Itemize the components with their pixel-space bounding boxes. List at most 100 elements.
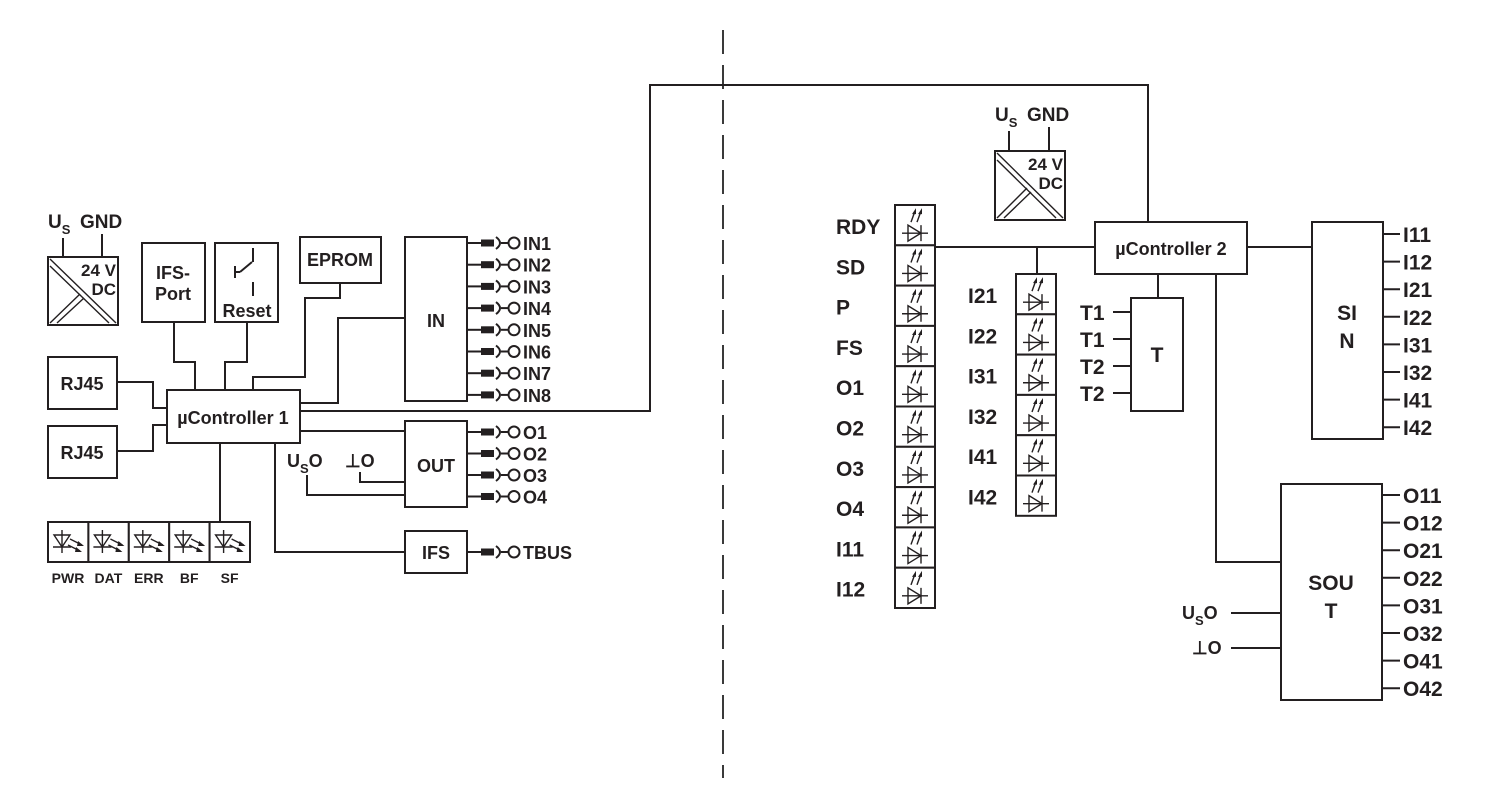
microcontroller-2: µController 2	[1094, 221, 1248, 275]
led-o2: O2	[836, 405, 936, 448]
t-port: T2	[1080, 356, 1131, 379]
led-i41: I41	[968, 434, 1057, 477]
led-i31: I31	[968, 353, 1057, 396]
svg-text:GND: GND	[1027, 105, 1069, 126]
svg-text:SI: SI	[1337, 302, 1357, 325]
sin-port: I31	[1383, 334, 1433, 357]
sout-port: O21	[1382, 540, 1443, 563]
svg-text:O31: O31	[1403, 595, 1443, 618]
in-port-8: IN8	[467, 386, 551, 406]
sin-port: I32	[1383, 362, 1432, 385]
led-label: O1	[836, 377, 864, 400]
power-supply-right: US GND 24 V DC	[994, 105, 1069, 221]
led-label: O2	[836, 418, 864, 441]
out-port-1: O1	[467, 423, 547, 443]
svg-text:I11: I11	[1403, 224, 1431, 247]
led-o3: O3	[836, 445, 936, 489]
gnd-label: GND	[80, 212, 122, 233]
svg-text:OUT: OUT	[417, 456, 455, 476]
led-i42: I42	[968, 474, 1057, 517]
uso-label-right: USO	[1182, 603, 1218, 628]
sin-port: I42	[1383, 417, 1432, 440]
led-label: RDY	[836, 216, 880, 239]
in-port-7-label: IN7	[523, 364, 551, 384]
svg-text:IFS-: IFS-	[156, 263, 190, 283]
svg-text:O32: O32	[1403, 623, 1443, 646]
led-label: SF	[221, 570, 239, 586]
svg-text:I41: I41	[1403, 390, 1433, 413]
ifs-block: IFS	[404, 530, 468, 574]
sin-block: SI N	[1311, 221, 1384, 440]
svg-text:IN: IN	[427, 311, 445, 331]
t-port: T2	[1080, 383, 1131, 406]
led-label: O4	[836, 498, 864, 521]
svg-text:T: T	[1325, 600, 1338, 623]
out-port-3: O3	[467, 466, 547, 486]
svg-text:DC: DC	[91, 280, 116, 299]
t-port: T1	[1080, 329, 1131, 352]
svg-text:I22: I22	[1403, 307, 1432, 330]
led-o4: O4	[836, 486, 936, 529]
svg-text:I31: I31	[1403, 334, 1433, 357]
led-label: P	[836, 297, 850, 320]
out-port-4-label: O4	[523, 488, 547, 508]
tbus-port-label: TBUS	[523, 543, 572, 563]
led-label: I12	[836, 579, 865, 602]
sin-port: I22	[1383, 307, 1432, 330]
led-label: I22	[968, 325, 997, 348]
svg-text:RJ45: RJ45	[60, 374, 103, 394]
led-label: I31	[968, 366, 998, 389]
led-rdy: RDY	[836, 204, 936, 247]
led-label: I42	[968, 487, 997, 510]
out-port-4: O4	[467, 488, 547, 508]
svg-text:µController 1: µController 1	[177, 408, 288, 428]
led-i32: I32	[968, 393, 1057, 437]
led-sd: SD	[836, 244, 936, 287]
out-port-3-label: O3	[523, 466, 547, 486]
sout-port: O32	[1382, 623, 1443, 646]
in-port-2-label: IN2	[523, 256, 551, 276]
svg-text:SOU: SOU	[1308, 572, 1354, 595]
led-label: BF	[180, 570, 199, 586]
in-port-4-label: IN4	[523, 299, 551, 319]
led-bf: BF	[168, 521, 211, 586]
led-label: FS	[836, 337, 863, 360]
led-o1: O1	[836, 365, 936, 408]
svg-text:24 V: 24 V	[81, 261, 117, 280]
led-i22: I22	[968, 313, 1057, 356]
led-label: O3	[836, 458, 864, 481]
us-label: US	[48, 212, 71, 237]
out-port-1-label: O1	[523, 423, 547, 443]
svg-text:O41: O41	[1403, 651, 1443, 674]
sin-port: I41	[1383, 390, 1433, 413]
svg-text:T1: T1	[1080, 329, 1105, 352]
sout-block: SOU T	[1280, 483, 1383, 701]
svg-text:DC: DC	[1038, 174, 1063, 193]
svg-text:O22: O22	[1403, 568, 1443, 591]
rj45-block-1: RJ45	[47, 356, 118, 410]
sout-port: O31	[1382, 595, 1443, 618]
t-port: T1	[1080, 302, 1131, 325]
led-err: ERR	[127, 521, 171, 586]
svg-text:RJ45: RJ45	[60, 443, 103, 463]
gnd-o-label-right: ⊥O	[1192, 638, 1222, 658]
svg-text:EPROM: EPROM	[307, 250, 373, 270]
sin-port: I11	[1383, 224, 1431, 247]
in-port-6: IN6	[467, 343, 551, 363]
led-label: SD	[836, 256, 865, 279]
svg-text:O11: O11	[1403, 485, 1442, 508]
svg-text:µController 2: µController 2	[1115, 239, 1226, 259]
svg-text:T2: T2	[1080, 356, 1105, 379]
in-port-3-label: IN3	[523, 277, 551, 297]
led-label: I32	[968, 406, 997, 429]
uso-label-left: USO	[287, 451, 323, 476]
led-i12: I12	[836, 566, 936, 610]
led-pwr: PWR	[47, 521, 90, 586]
svg-text:T: T	[1151, 344, 1164, 367]
in-port-8-label: IN8	[523, 386, 551, 406]
tbus-port: TBUS	[467, 543, 572, 563]
led-label: I11	[836, 538, 864, 561]
svg-text:O12: O12	[1403, 513, 1443, 536]
in-port-4: IN4	[467, 299, 551, 319]
